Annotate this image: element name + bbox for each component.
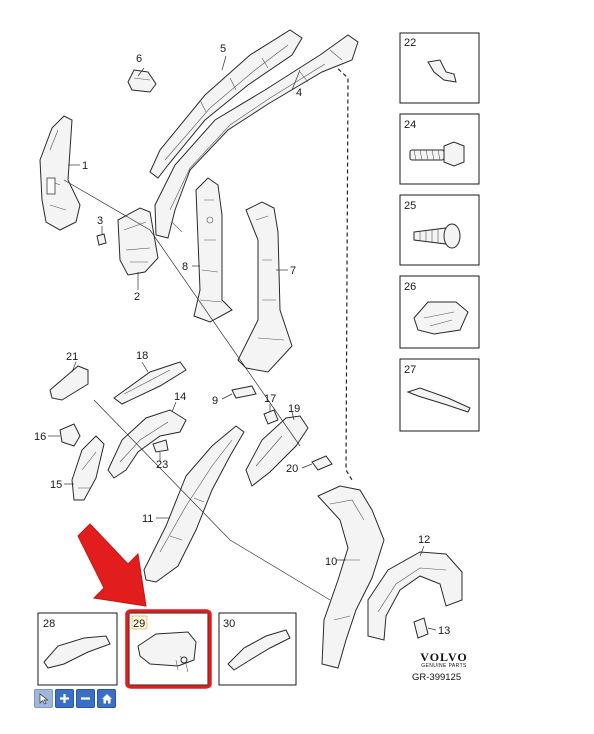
callout-16: 16 xyxy=(34,431,46,443)
part-21-reinforcement[interactable] xyxy=(49,365,89,401)
bolt-24-icon xyxy=(409,141,465,167)
box-26[interactable]: 26 xyxy=(399,275,480,349)
panel-29-icon xyxy=(137,631,197,673)
part-15-panel[interactable] xyxy=(71,435,105,501)
callout-15: 15 xyxy=(50,479,62,491)
box-30[interactable]: 30 xyxy=(218,612,297,686)
select-tool-button[interactable] xyxy=(34,689,53,708)
strip-27-icon xyxy=(406,387,471,413)
callout-13: 13 xyxy=(438,625,450,637)
part-19-reinforcement[interactable] xyxy=(245,415,309,487)
diagram-reference: GR-399125 xyxy=(412,672,462,683)
callout-17: 17 xyxy=(264,393,276,405)
clip-22-icon xyxy=(427,59,457,83)
callout-23: 23 xyxy=(156,459,168,471)
dashed-guide-line xyxy=(332,63,353,481)
box-24[interactable]: 24 xyxy=(399,113,480,185)
zoom-in-button[interactable] xyxy=(55,689,74,708)
box-29-label: 29 xyxy=(133,618,145,630)
callout-4: 4 xyxy=(296,87,302,99)
callout-6: 6 xyxy=(136,53,142,65)
part-5-roof-rail[interactable] xyxy=(149,29,303,179)
callout-14: 14 xyxy=(174,391,186,403)
leader-lines xyxy=(48,55,437,631)
callout-5: 5 xyxy=(220,43,226,55)
box-28[interactable]: 28 xyxy=(37,612,118,686)
box-22[interactable]: 22 xyxy=(399,32,480,104)
part-18-bracket[interactable] xyxy=(113,361,187,405)
svg-text:25: 25 xyxy=(404,200,416,212)
part-2-hinge-pillar[interactable] xyxy=(117,207,159,276)
callout-3: 3 xyxy=(97,215,103,227)
svg-text:28: 28 xyxy=(43,618,55,630)
volvo-logo: VOLVO GENUINE PARTS xyxy=(414,651,474,670)
callout-2: 2 xyxy=(134,291,140,303)
part-17-clip[interactable] xyxy=(263,409,279,425)
zoom-out-button[interactable] xyxy=(76,689,95,708)
part-12-wheelhouse[interactable] xyxy=(367,551,463,641)
svg-text:26: 26 xyxy=(404,281,416,293)
callout-19: 19 xyxy=(288,403,300,415)
panel-26-icon xyxy=(413,301,469,335)
callout-12: 12 xyxy=(418,534,430,546)
part-16-bracket[interactable] xyxy=(59,423,81,447)
part-6-bracket[interactable] xyxy=(127,69,157,93)
callout-11: 11 xyxy=(142,513,153,525)
part-14-wheel-arch-inner[interactable] xyxy=(107,409,187,479)
callout-9: 9 xyxy=(212,395,218,407)
cursor-icon xyxy=(39,693,48,705)
callout-7: 7 xyxy=(290,265,296,277)
screw-25-icon xyxy=(413,223,461,249)
trim-28-icon xyxy=(43,635,111,669)
logo-subtext: GENUINE PARTS xyxy=(421,663,467,669)
svg-text:24: 24 xyxy=(404,119,416,131)
part-4-roof-reinforcement[interactable] xyxy=(154,34,359,239)
part-8-b-pillar-inner[interactable] xyxy=(193,177,233,323)
part-1-a-pillar[interactable] xyxy=(39,115,81,231)
part-11-c-pillar[interactable] xyxy=(143,425,245,583)
callout-18: 18 xyxy=(136,350,148,362)
callout-10: 10 xyxy=(325,556,337,568)
logo-text: VOLVO xyxy=(420,650,468,664)
callout-21: 21 xyxy=(66,351,78,363)
box-29[interactable]: 29 xyxy=(128,612,209,686)
callout-labels: 6 5 4 1 3 2 8 7 9 21 18 14 16 15 23 11 1… xyxy=(34,43,450,637)
part-9-plate[interactable] xyxy=(231,385,257,399)
home-icon xyxy=(101,694,112,704)
part-20-bracket[interactable] xyxy=(311,455,333,471)
highlight-box-29 xyxy=(125,609,212,689)
part-3-clip[interactable] xyxy=(96,233,107,246)
box-27[interactable]: 27 xyxy=(399,358,480,432)
part-10-rear-quarter-inner[interactable] xyxy=(317,485,385,669)
svg-text:22: 22 xyxy=(404,37,416,49)
part-23-clip[interactable] xyxy=(152,439,169,453)
bracket-30-icon xyxy=(227,629,291,671)
part-7-b-pillar-outer[interactable] xyxy=(237,201,293,373)
minus-icon xyxy=(81,697,90,700)
home-button[interactable] xyxy=(97,689,116,708)
callout-8: 8 xyxy=(182,261,188,273)
part-13-clip[interactable] xyxy=(413,617,429,639)
red-arrow-icon xyxy=(77,523,147,607)
callout-1: 1 xyxy=(82,160,88,172)
callout-20: 20 xyxy=(286,463,298,475)
box-25[interactable]: 25 xyxy=(399,194,480,266)
svg-text:30: 30 xyxy=(223,618,235,630)
svg-text:27: 27 xyxy=(404,364,416,376)
plus-icon xyxy=(60,694,69,703)
